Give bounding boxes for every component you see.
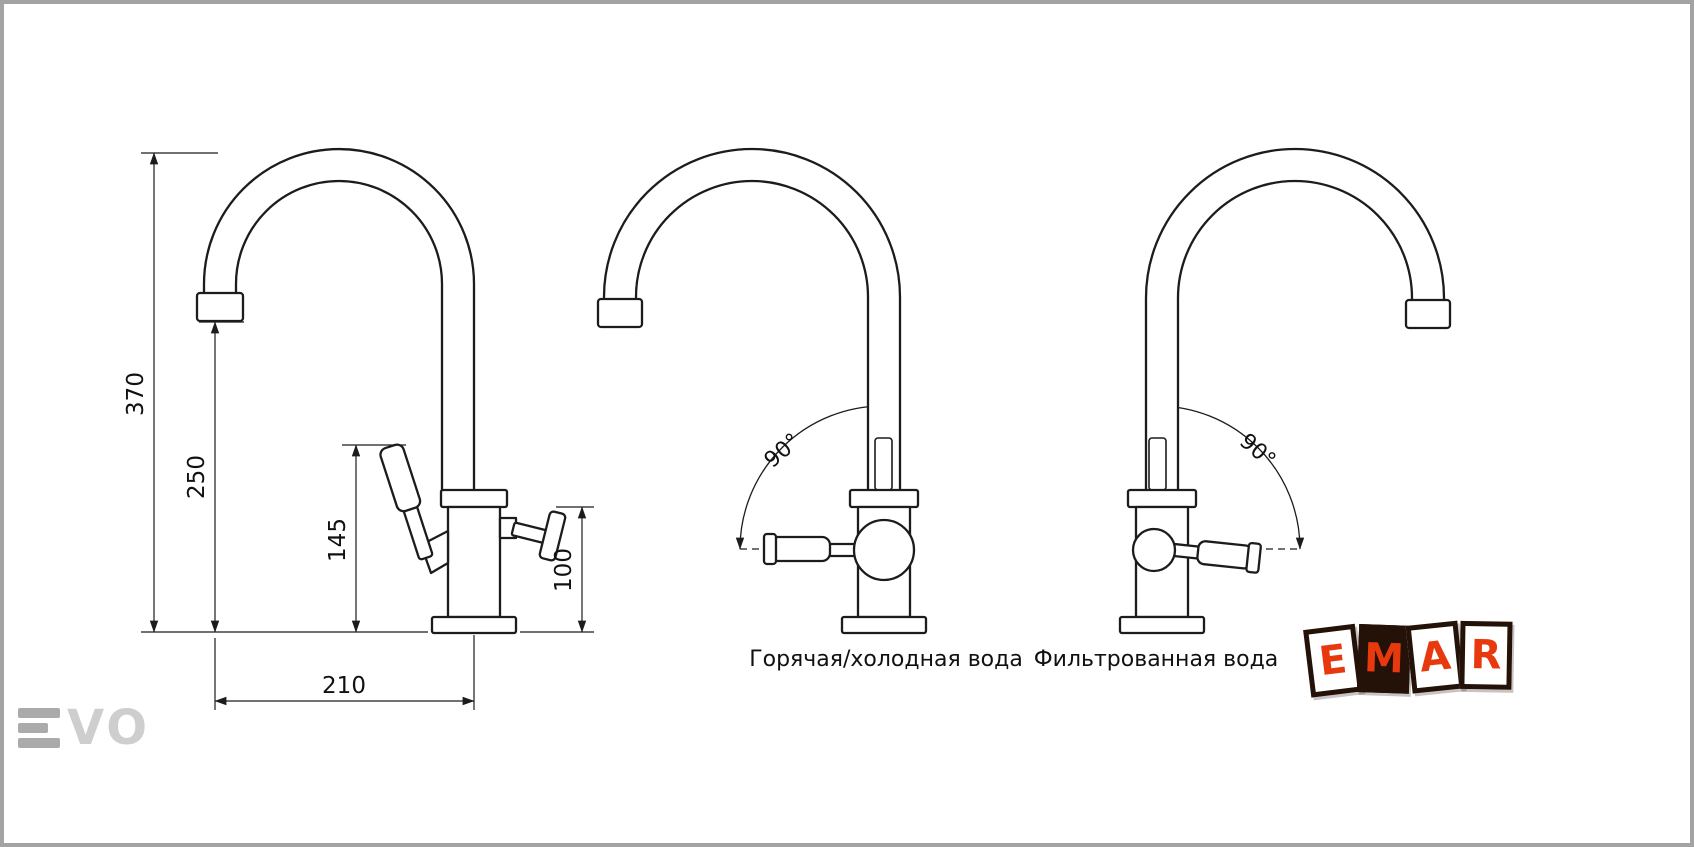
filter-caption: Фильтрованная вода xyxy=(1034,647,1279,672)
lever-up-reference xyxy=(874,437,893,491)
faucet-body xyxy=(446,505,502,619)
evo-watermark-text: VO xyxy=(67,700,151,756)
base-flange xyxy=(430,615,518,635)
body-collar xyxy=(439,488,509,509)
gooseneck-spout xyxy=(1144,147,1446,494)
mixer-caption: Горячая/холодная вода xyxy=(749,647,1023,672)
evo-logo-icon xyxy=(18,708,60,748)
dim-spout-reach: 210 xyxy=(214,635,475,710)
faucet-front-view-filter: 90° Фильтрованная вода xyxy=(1034,147,1452,672)
emar-tile: R xyxy=(1459,620,1513,690)
gooseneck-spout xyxy=(602,147,902,494)
faucet-front-view-mixer: 90° Горячая/холодная вода xyxy=(596,147,1023,672)
handle-joint xyxy=(1131,527,1177,573)
dim-spout-height: 250 xyxy=(184,321,244,633)
spout-tip xyxy=(1404,298,1452,330)
faucet-technical-drawing: 370 250 145 100 210 xyxy=(123,147,1452,710)
emar-letter: A xyxy=(1417,632,1453,682)
lever-joint xyxy=(852,518,916,582)
dim-250-value: 250 xyxy=(184,455,210,499)
dim-210-value: 210 xyxy=(322,673,366,699)
dim-total-height: 370 xyxy=(123,152,428,633)
spout-tip xyxy=(195,291,245,323)
body-collar xyxy=(1126,488,1198,509)
emar-tile: A xyxy=(1405,620,1465,694)
mixer-lever xyxy=(379,443,434,561)
base-flange xyxy=(1118,615,1206,635)
dim-handle-height: 145 xyxy=(325,444,406,633)
dim-370-value: 370 xyxy=(123,372,149,416)
body-collar xyxy=(848,488,920,509)
evo-watermark: VO xyxy=(18,704,150,752)
mixer-lever-horizontal xyxy=(762,532,870,566)
dim-145-value: 145 xyxy=(325,518,351,562)
filter-handle xyxy=(510,510,567,562)
gooseneck-spout xyxy=(202,147,476,494)
emar-letter: R xyxy=(1470,632,1502,679)
faucet-side-view: 370 250 145 100 210 xyxy=(123,147,594,710)
dim-100-value: 100 xyxy=(551,548,577,592)
emar-tile: E xyxy=(1303,623,1363,698)
emar-letter: E xyxy=(1316,636,1350,686)
emar-letter: M xyxy=(1363,635,1405,683)
emar-tile: M xyxy=(1356,624,1412,694)
handle-up-reference xyxy=(1148,437,1167,491)
filter-handle-horizontal xyxy=(1170,540,1262,574)
emar-logo: E M A R xyxy=(1303,620,1513,698)
dim-filter-handle-height: 100 xyxy=(520,506,594,633)
base-flange xyxy=(840,615,928,635)
spout-tip xyxy=(596,297,644,329)
